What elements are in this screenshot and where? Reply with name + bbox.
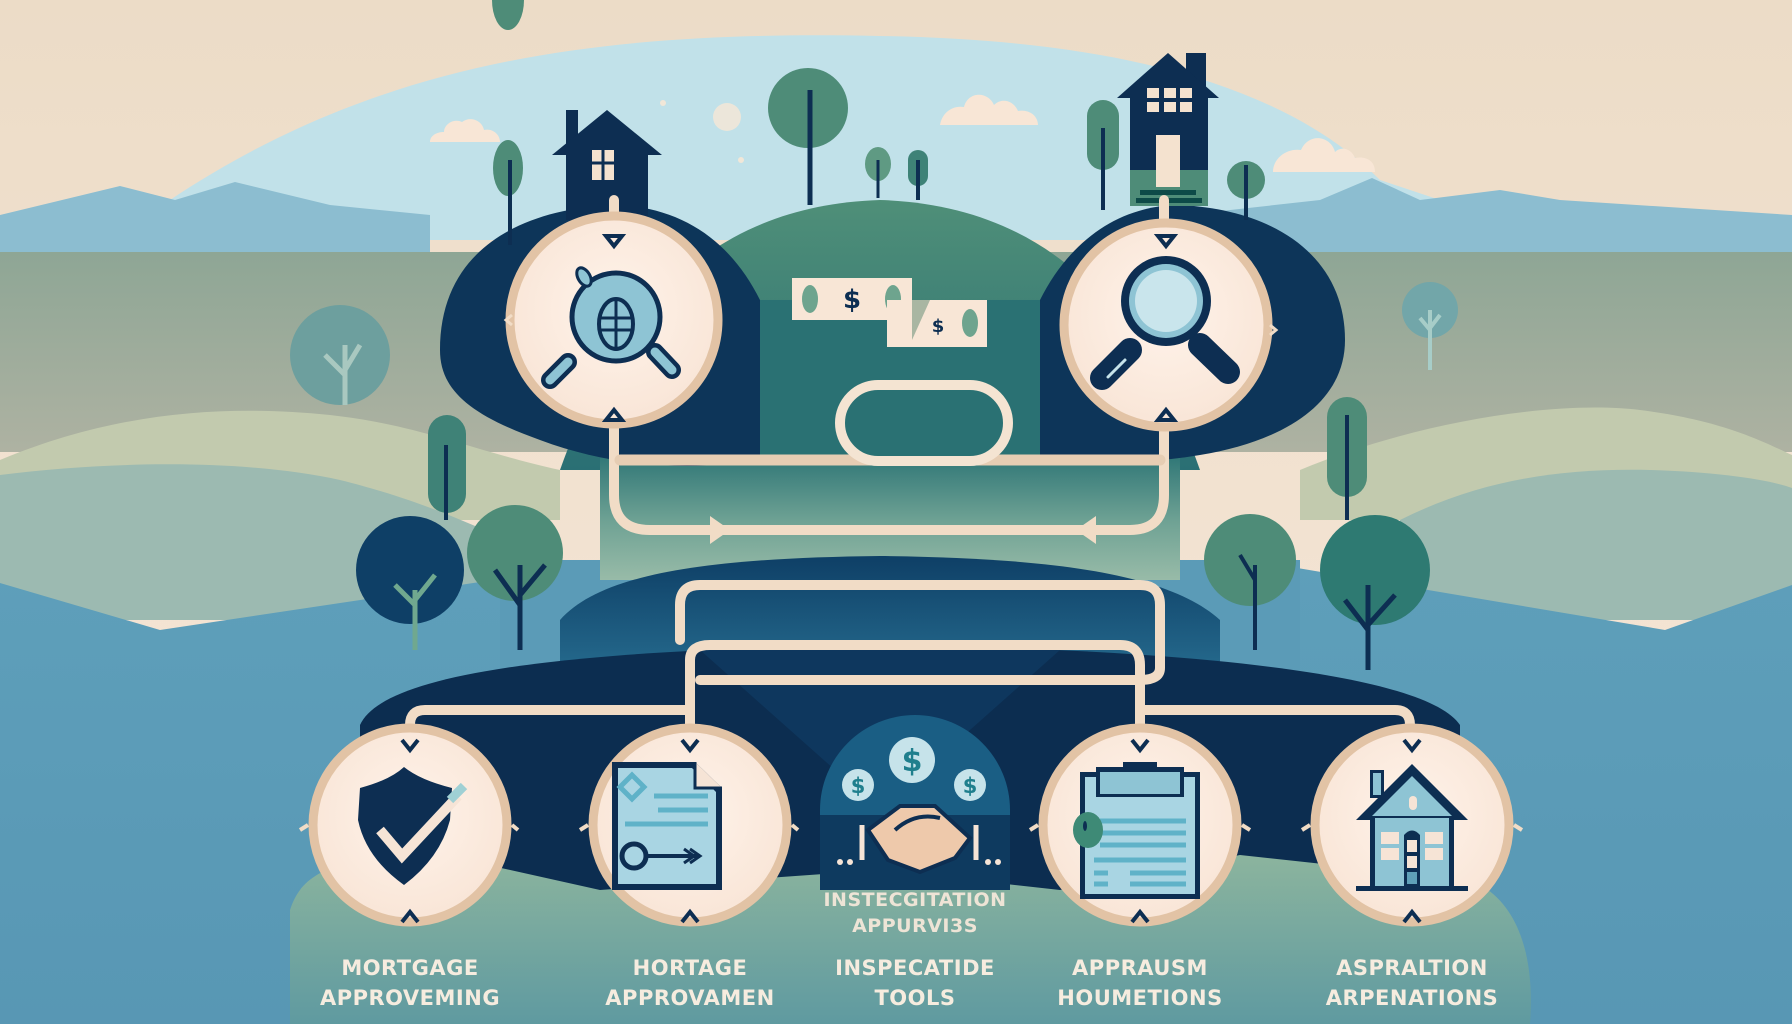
label-line2: APPROVEMING <box>319 986 501 1010</box>
arrow-down-icon <box>601 234 627 250</box>
label-hortage-approvamen: HORTAGE APPROVAMEN <box>605 953 774 1013</box>
label-line2: APPROVAMEN <box>605 986 775 1010</box>
house-icon <box>1356 764 1468 891</box>
dollar-bills-icon: $ $ <box>792 278 987 347</box>
arrow-up-icon <box>1402 908 1422 924</box>
label-line1: MORTGAGE <box>341 956 479 980</box>
arrow-up-icon <box>601 406 627 422</box>
node-aspraltion-arpenations[interactable] <box>1300 723 1524 927</box>
arrow-up-icon <box>1153 406 1179 422</box>
label-line1: APPRAUSM <box>1072 956 1208 980</box>
label-line1: HORTAGE <box>632 956 748 980</box>
label-inspecatide-tools: INSPECATIDE TOOLS <box>835 953 995 1013</box>
inner-label-line2: APPURVI3S <box>852 915 978 937</box>
dot <box>660 100 666 106</box>
node-inspecatide-tools[interactable]: $ $ $ <box>820 715 1010 890</box>
tree-icon <box>1087 100 1119 210</box>
arrow-right-icon <box>1240 823 1252 832</box>
arrow-down-icon <box>1130 738 1150 754</box>
arrow-down-icon <box>400 738 420 754</box>
arrow-right-icon <box>790 823 800 832</box>
arrow-up-icon <box>1130 908 1150 924</box>
magnifier-globe-icon <box>541 266 681 389</box>
node-mortgage-approving[interactable] <box>298 723 520 927</box>
trees <box>290 0 1458 670</box>
arrow-down-icon <box>1153 234 1179 250</box>
tree-icon <box>290 305 390 405</box>
tree-icon <box>428 415 466 520</box>
tree-icon <box>768 68 848 205</box>
tree-icon <box>1204 514 1296 650</box>
arrow-right-icon <box>510 823 520 832</box>
label-aspraltion-arpenations: ASPRALTION ARPENATIONS <box>1326 953 1499 1013</box>
node-hortage-approvamen[interactable] <box>578 723 800 927</box>
label-line1: INSPECATIDE <box>835 956 995 980</box>
label-line2: TOOLS <box>874 986 956 1010</box>
clipboard-icon <box>1073 762 1200 899</box>
arrow-left-icon <box>1028 823 1040 832</box>
handshake-dollar-icon: $ $ $ <box>837 737 1001 875</box>
dollar-sign: $ <box>843 285 861 315</box>
tree-icon <box>492 0 524 30</box>
teal-hill-right <box>1400 469 1792 620</box>
arrow-up-icon <box>400 908 420 924</box>
tree-icon <box>908 150 928 200</box>
sun <box>713 103 741 131</box>
label-line2: HOUMETIONS <box>1057 986 1223 1010</box>
node-search-globe[interactable] <box>503 211 723 429</box>
arrow-left-icon <box>1076 516 1096 544</box>
dollar-sign: $ <box>851 774 866 798</box>
house-right-icon <box>1117 53 1219 206</box>
center-pill <box>835 380 1013 466</box>
node-inner-label: INSTECGITATION APPURVI3S <box>823 887 1006 939</box>
dot <box>738 157 744 163</box>
label-mortgage-approving: MORTGAGE APPROVEMING <box>320 953 500 1013</box>
tree-icon <box>356 516 464 650</box>
dollar-sign: $ <box>902 744 923 779</box>
arrow-right-icon <box>1512 823 1524 832</box>
mountains-left <box>0 182 430 270</box>
magnifying-glass-icon <box>1090 256 1240 390</box>
arrow-left-icon <box>298 823 310 832</box>
tree-icon <box>467 505 563 650</box>
arrow-right-icon <box>1269 323 1279 337</box>
arrow-down-icon <box>680 738 700 754</box>
arrow-up-icon <box>680 908 700 924</box>
dollar-sign: $ <box>963 774 978 798</box>
arrow-down-icon <box>1402 738 1422 754</box>
tree-icon <box>1320 515 1430 670</box>
arrow-right-icon <box>710 516 730 544</box>
dollar-sign: $ <box>932 316 945 337</box>
cloud-icon <box>412 94 1375 172</box>
label-line1: ASPRALTION <box>1336 956 1488 980</box>
arrow-left-icon <box>1300 823 1312 832</box>
tree-icon <box>1227 161 1265 220</box>
arrow-left-icon <box>503 313 513 327</box>
node-apprausm-houmetions[interactable] <box>1028 723 1252 927</box>
inner-label-line1: INSTECGITATION <box>823 889 1007 911</box>
tree-icon <box>1402 282 1458 370</box>
tree-icon <box>865 147 891 198</box>
shield-check-icon <box>358 767 468 885</box>
label-apprausm-houmetions: APPRAUSM HOUMETIONS <box>1057 953 1222 1013</box>
node-inspect[interactable] <box>1059 218 1279 432</box>
tree-icon <box>1327 397 1367 520</box>
document-key-icon <box>612 762 722 890</box>
house-left-icon <box>552 110 662 220</box>
label-line2: ARPENATIONS <box>1325 986 1499 1010</box>
arrow-left-icon <box>578 823 590 832</box>
bottom-green-hill <box>290 850 1531 1024</box>
tree-icon <box>493 140 523 245</box>
